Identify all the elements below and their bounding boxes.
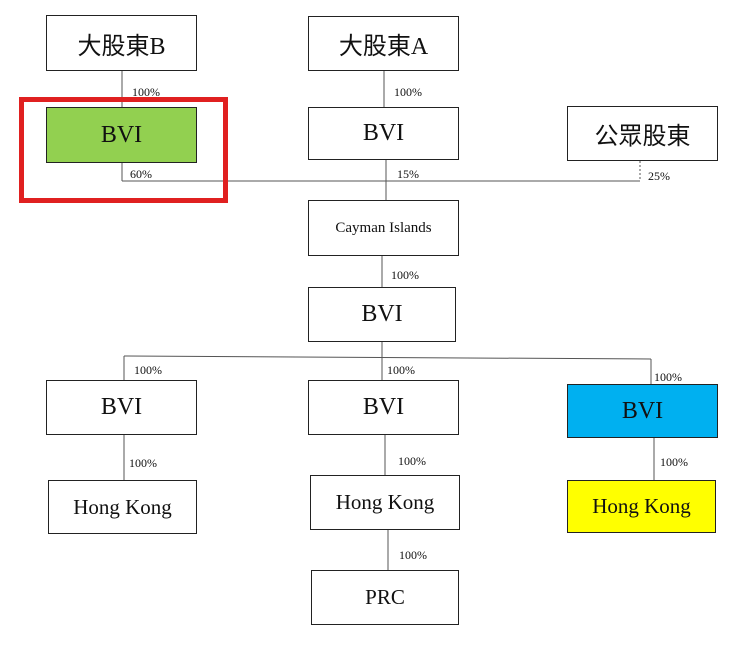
pct-a-to-bvi: 100%: [394, 85, 422, 99]
node-shareholder-b: 大股東B: [46, 15, 197, 71]
pct-bvi-b-to-cayman: 60%: [130, 167, 152, 181]
pct-left-to-hk: 100%: [129, 456, 157, 470]
pct-bvi-to-center: 100%: [387, 363, 415, 377]
node-cayman-islands: Cayman Islands: [308, 200, 459, 256]
highlight-frame: [19, 97, 228, 203]
pct-cayman-to-bvi: 100%: [391, 268, 419, 282]
pct-public-to-cayman: 25%: [648, 169, 670, 183]
node-shareholder-a: 大股東A: [308, 16, 459, 71]
pct-right-to-hk: 100%: [660, 455, 688, 469]
node-bvi-b: BVI: [46, 107, 197, 163]
node-hk-right: Hong Kong: [567, 480, 716, 533]
pct-bvi-to-right: 100%: [654, 370, 682, 384]
node-bvi-left: BVI: [46, 380, 197, 435]
node-bvi-mid: BVI: [308, 287, 456, 342]
node-public-shareholders: 公眾股東: [567, 106, 718, 161]
pct-center-to-hk: 100%: [398, 454, 426, 468]
node-bvi-a: BVI: [308, 107, 459, 160]
node-bvi-center: BVI: [308, 380, 459, 435]
pct-bvi-a-to-cayman: 15%: [397, 167, 419, 181]
pct-b-to-bvi: 100%: [132, 85, 160, 99]
node-bvi-right: BVI: [567, 384, 718, 438]
node-prc: PRC: [311, 570, 459, 625]
line-branch: [123, 355, 652, 360]
node-hk-left: Hong Kong: [48, 480, 197, 534]
pct-hk-to-prc: 100%: [399, 548, 427, 562]
pct-bvi-to-left: 100%: [134, 363, 162, 377]
node-hk-center: Hong Kong: [310, 475, 460, 530]
